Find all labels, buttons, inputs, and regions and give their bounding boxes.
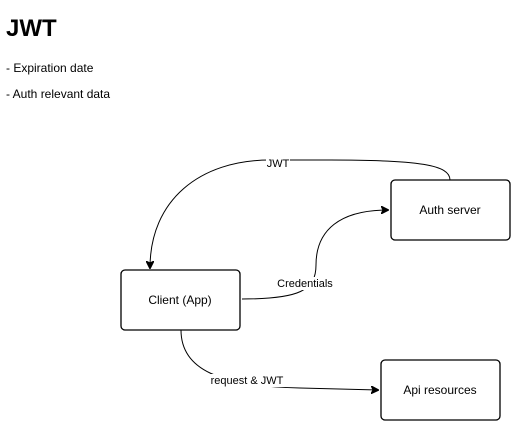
edge-jwt-label-bg [266,157,290,169]
bullet-auth-relevant-data: - Auth relevant data [6,87,111,101]
node-api-resources: Api resources [380,359,501,421]
edge-credentials-line [241,210,388,300]
edge-credentials: Credentials [241,210,388,300]
edge-jwt-label: JWT [267,158,290,170]
node-client-label: Client (App) [148,293,211,307]
bullet-expiration-date: - Expiration date [6,61,94,75]
node-auth-server-box [390,179,511,241]
edge-credentials-label-bg [276,277,334,290]
node-client-box [120,269,241,331]
node-client: Client (App) [120,269,241,331]
edge-request-label: request & JWT [211,375,284,387]
edge-credentials-label: Credentials [277,278,333,290]
edge-request-label-bg [209,374,285,387]
edge-jwt: JWT [150,157,451,268]
node-api-resources-label: Api resources [403,383,476,397]
edge-request: request & JWT [180,329,378,390]
node-auth-server-label: Auth server [419,203,480,217]
node-api-resources-box [380,359,501,421]
node-auth-server: Auth server [390,179,511,241]
page-title: JWT [6,15,57,42]
